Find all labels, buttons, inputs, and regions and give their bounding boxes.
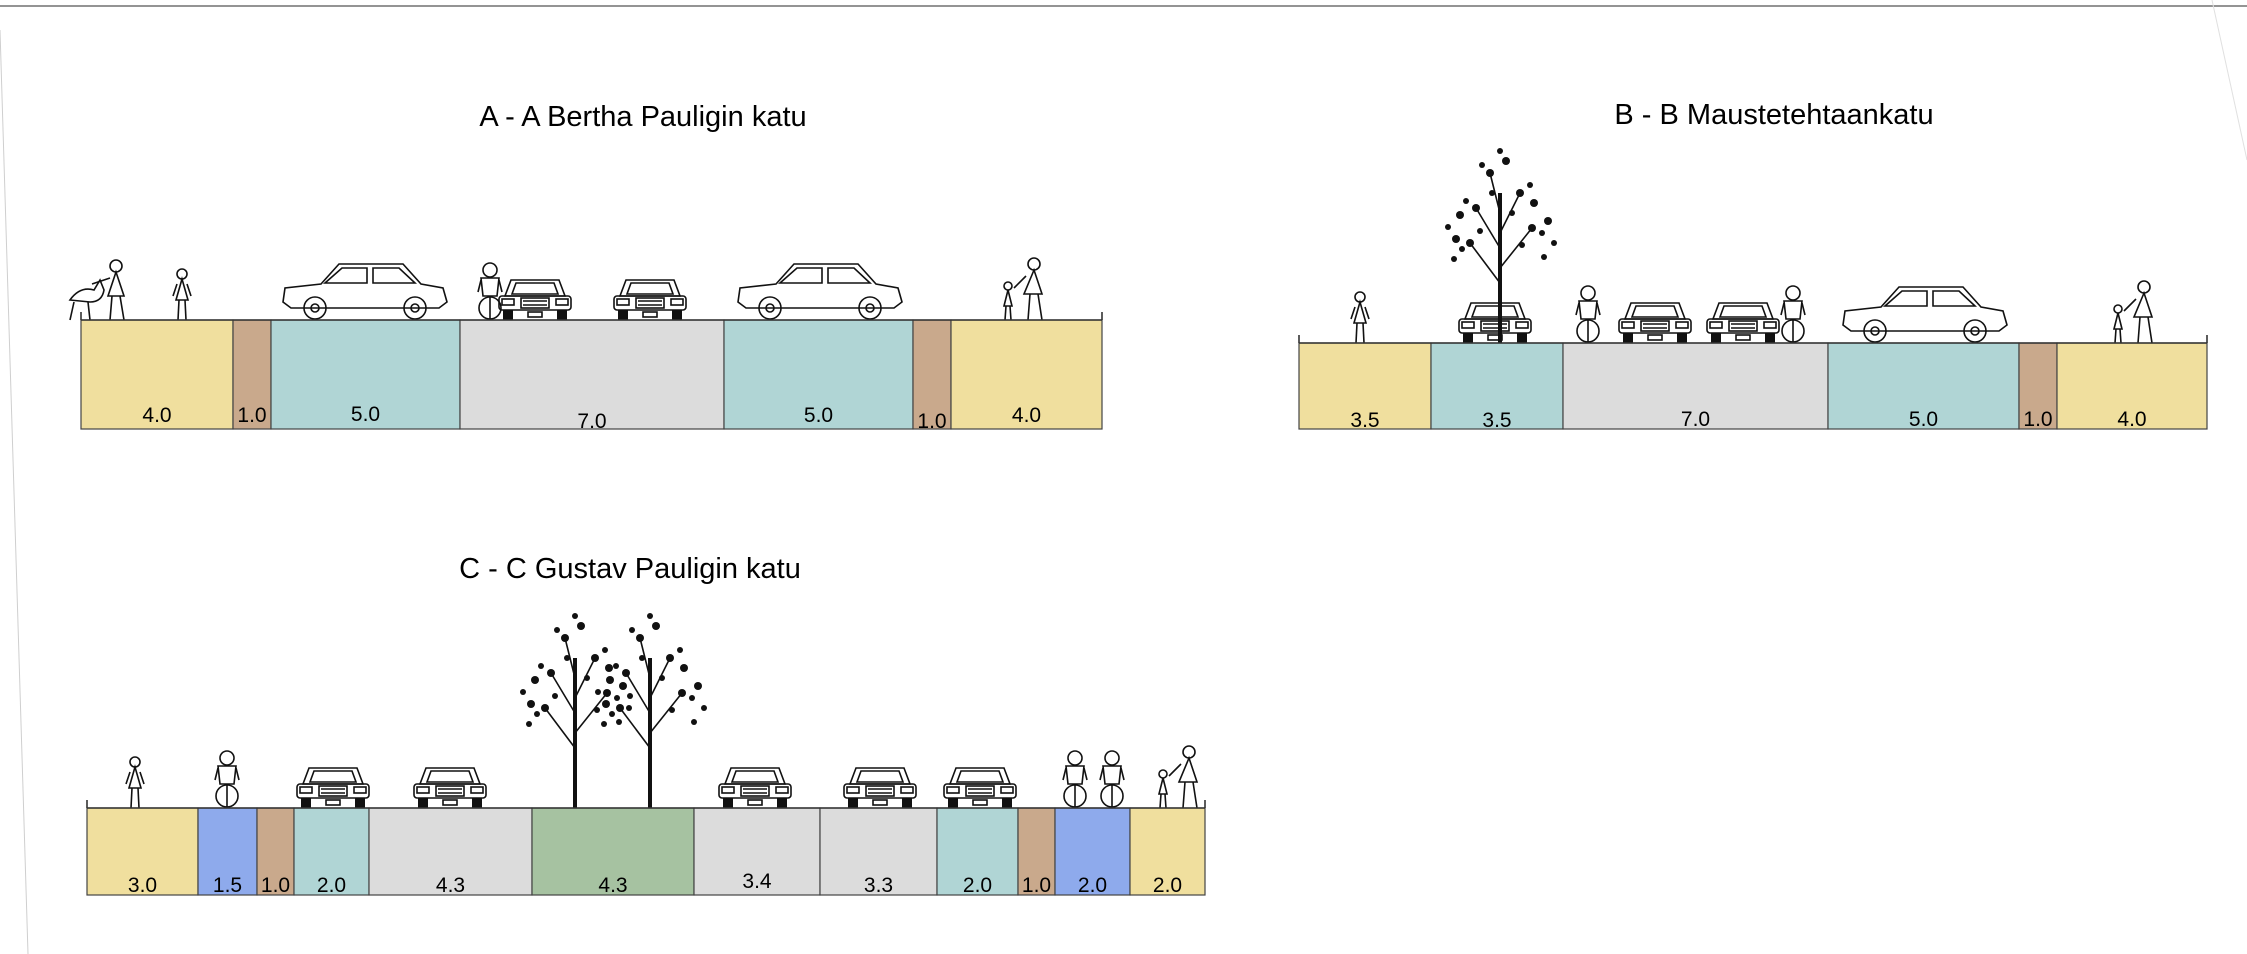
- segment-width-label: 1.0: [261, 874, 290, 897]
- segment-curb: [2018, 342, 2058, 430]
- section-figures: [1350, 146, 2153, 345]
- segment-width-label: 7.0: [1681, 408, 1710, 431]
- pedestrian-icon: [125, 756, 145, 809]
- section-title: A - A Bertha Pauligin katu: [479, 101, 806, 133]
- cyclist-icon: [214, 750, 240, 809]
- section-c: C - C Gustav Pauligin katu 3.0 1.5 1.0 2.0 4…: [86, 553, 1206, 897]
- car-side-icon: [1842, 286, 2008, 343]
- section-segments: 3.5 3.5 7.0 5.0 1.0 4.0: [1298, 335, 2208, 432]
- section-figures: [125, 611, 1198, 810]
- car-front-icon: [718, 767, 792, 809]
- cyclist-icon: [1099, 750, 1125, 809]
- segment-width-label: 4.3: [436, 874, 465, 897]
- car-side-icon: [282, 263, 448, 320]
- cyclist-icon: [1575, 285, 1601, 344]
- section-segments: 4.0 1.0 5.0 7.0 5.0 1.0 4.0: [80, 312, 1103, 433]
- segment-sidewalk: [1129, 807, 1206, 896]
- segment-bike: [1054, 807, 1131, 896]
- car-front-icon: [843, 767, 917, 809]
- segment-sidewalk: [80, 319, 234, 430]
- segment-width-label: 5.0: [804, 404, 833, 427]
- segment-width-label: 2.0: [1078, 874, 1107, 897]
- segment-curb: [232, 319, 272, 430]
- segment-width-label: 4.0: [1012, 404, 1041, 427]
- section-figures: [69, 257, 1043, 321]
- segment-width-label: 3.5: [1482, 409, 1511, 432]
- segment-width-label: 1.5: [213, 874, 242, 897]
- segment-width-label: 2.0: [963, 874, 992, 897]
- segment-sidewalk: [950, 319, 1103, 430]
- car-side-icon: [737, 263, 903, 320]
- segment-road: [368, 807, 533, 896]
- section-segments: 3.0 1.5 1.0 2.0 4.3 4.3 3.4 3.3 2.0 1.0 2.0 2.0: [86, 800, 1206, 897]
- section-title: B - B Maustetehtaankatu: [1614, 99, 1933, 131]
- pedestrian-icon: [1350, 291, 1370, 344]
- section-title: C - C Gustav Pauligin katu: [459, 553, 801, 585]
- section-b: B - B Maustetehtaankatu 3.5 3.5 7.0 5.0 1.0 4…: [1298, 99, 2208, 432]
- segment-parking: [936, 807, 1019, 896]
- segment-road: [693, 807, 821, 896]
- segment-sidewalk: [2056, 342, 2208, 430]
- segment-width-label: 3.3: [864, 874, 893, 897]
- segment-green: [531, 807, 695, 896]
- cyclist-icon: [477, 262, 503, 321]
- cyclist-icon: [1062, 750, 1088, 809]
- segment-parking: [270, 319, 461, 430]
- segment-width-label: 3.5: [1350, 409, 1379, 432]
- car-front-icon: [1706, 302, 1780, 344]
- car-front-icon: [1458, 302, 1532, 344]
- tree-icon: [1443, 146, 1559, 345]
- segment-parking: [1430, 342, 1564, 430]
- segment-width-label: 2.0: [317, 874, 346, 897]
- adult-with-child-icon: [2113, 280, 2153, 344]
- car-front-icon: [1618, 302, 1692, 344]
- segment-width-label: 1.0: [2023, 408, 2052, 431]
- segment-parking: [1827, 342, 2020, 430]
- segment-width-label: 4.0: [2117, 408, 2146, 431]
- tree-icon: [593, 611, 709, 810]
- pedestrian-icon: [172, 268, 192, 321]
- segment-width-label: 1.0: [237, 404, 266, 427]
- adult-with-child-icon: [1003, 257, 1043, 321]
- car-front-icon: [498, 279, 572, 321]
- segment-width-label: 3.4: [742, 870, 772, 893]
- segment-width-label: 2.0: [1153, 874, 1182, 897]
- segment-width-label: 1.0: [917, 410, 946, 433]
- adult-with-child-icon: [1158, 745, 1198, 809]
- car-front-icon: [943, 767, 1017, 809]
- segment-road: [819, 807, 938, 896]
- segment-width-label: 1.0: [1022, 874, 1051, 897]
- pedestrian-with-dog-icon: [69, 259, 125, 321]
- tree-icon: [518, 611, 634, 810]
- segment-width-label: 4.0: [142, 404, 171, 427]
- segment-curb: [1017, 807, 1056, 896]
- segment-width-label: 5.0: [1909, 408, 1938, 431]
- car-front-icon: [413, 767, 487, 809]
- cyclist-icon: [1780, 285, 1806, 344]
- segment-width-label: 3.0: [128, 874, 157, 897]
- segment-width-label: 7.0: [577, 410, 606, 433]
- segment-width-label: 4.3: [598, 874, 627, 897]
- section-a: A - A Bertha Pauligin katu 4.0 1.0 5.0 7.0 5…: [69, 101, 1103, 433]
- car-front-icon: [613, 279, 687, 321]
- segment-curb: [912, 319, 952, 430]
- frame-left-line: [0, 29, 29, 954]
- segment-parking: [293, 807, 370, 896]
- segment-bike: [197, 807, 258, 896]
- segment-curb: [256, 807, 295, 896]
- car-front-icon: [296, 767, 370, 809]
- segment-sidewalk: [86, 807, 199, 896]
- frame-right-line: [2211, 0, 2247, 161]
- segment-width-label: 5.0: [351, 403, 380, 426]
